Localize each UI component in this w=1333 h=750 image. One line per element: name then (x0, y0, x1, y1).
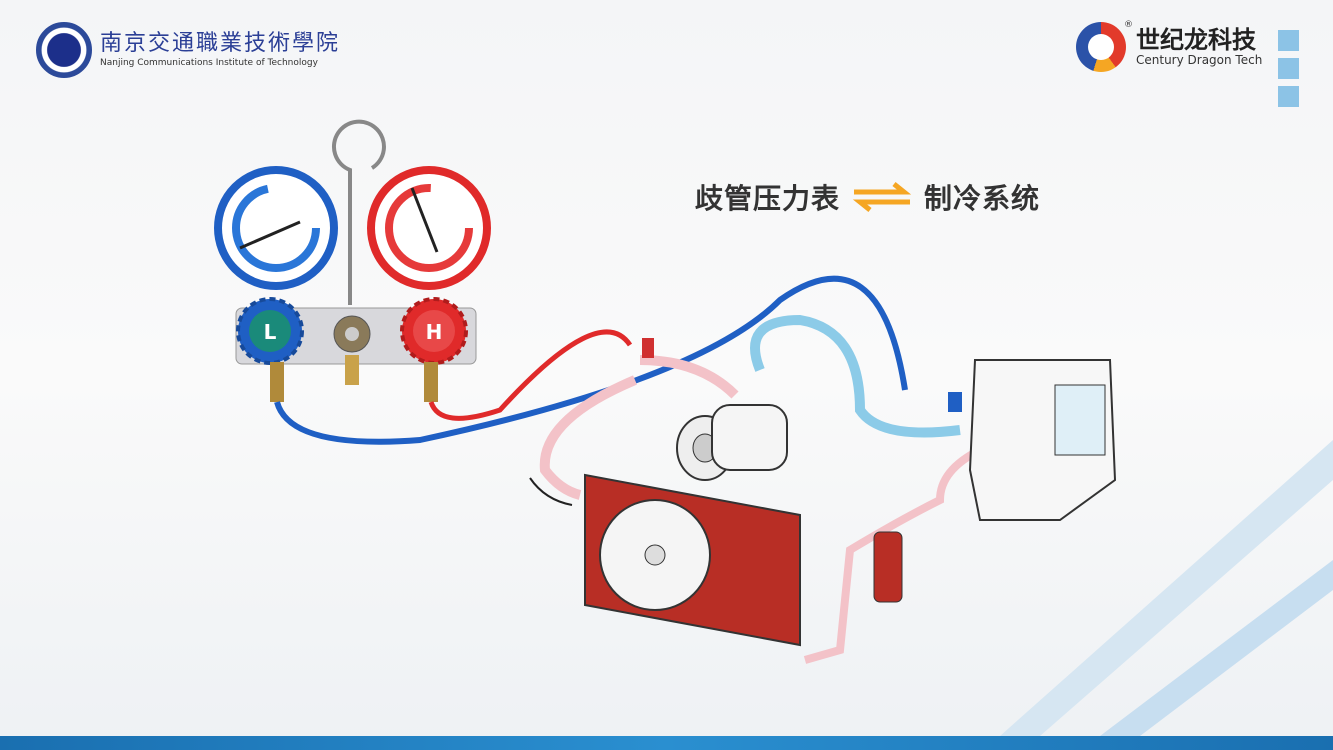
high-pressure-gauge (367, 166, 491, 290)
evaporator-unit (968, 359, 1117, 521)
high-service-valve (642, 338, 654, 358)
hook (332, 119, 386, 305)
condenser-with-fan (584, 473, 801, 647)
low-side-hose (274, 275, 908, 445)
registered-mark: ® (1124, 20, 1133, 30)
dragon-logo-icon (1076, 22, 1126, 72)
low-service-valve (948, 392, 962, 412)
school-logo: 南京交通職業技術學院 Nanjing Communications Instit… (36, 22, 340, 78)
high-side-hose (428, 329, 633, 421)
high-knob-label: H (426, 320, 443, 344)
bottom-band (0, 736, 1333, 750)
center-fitting (345, 355, 359, 385)
company-logo: ® 世纪龙科技 Century Dragon Tech (1076, 20, 1263, 72)
company-name-en: Century Dragon Tech (1136, 53, 1263, 67)
slide-title: 歧管压力表 制冷系统 (695, 177, 1040, 217)
deco-square (1278, 58, 1299, 79)
low-pressure-gauge (214, 166, 338, 290)
school-emblem-icon (36, 22, 92, 78)
high-fitting (424, 362, 438, 402)
high-side-knob[interactable]: H (400, 297, 468, 365)
suction-line (750, 314, 961, 438)
bidirectional-arrows-icon (852, 182, 912, 212)
high-pressure-line (539, 355, 739, 500)
compressor (676, 404, 788, 481)
deco-stripe (1000, 440, 1333, 736)
liquid-line (803, 446, 982, 664)
low-fitting (270, 362, 284, 402)
deco-stripe (1100, 560, 1333, 736)
school-name-en: Nanjing Communications Institute of Tech… (100, 58, 318, 68)
low-side-knob[interactable]: L (236, 297, 304, 365)
title-left: 歧管压力表 (695, 182, 841, 215)
deco-square (1278, 86, 1299, 107)
flow-arrow (529, 477, 573, 506)
company-name-cn: 世纪龙科技 (1136, 26, 1256, 54)
deco-square (1278, 30, 1299, 51)
title-right: 制冷系统 (924, 182, 1041, 215)
receiver-drier (873, 531, 903, 603)
school-name-cn: 南京交通職業技術學院 (100, 31, 341, 56)
low-knob-label: L (264, 320, 277, 344)
